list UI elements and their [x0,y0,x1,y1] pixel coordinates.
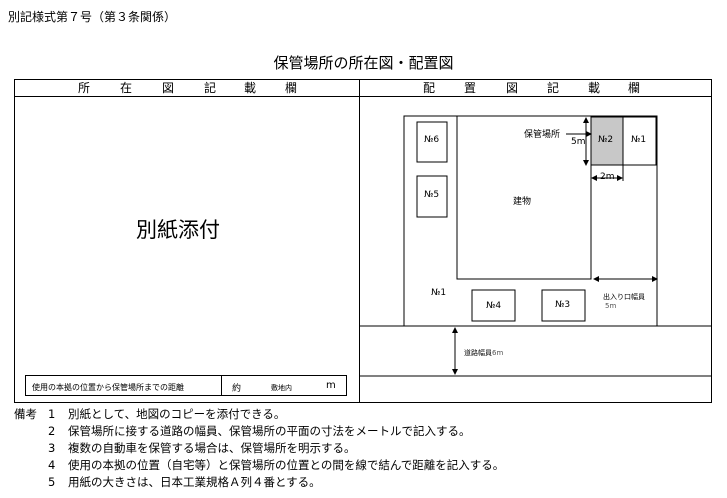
layout-diagram [360,115,712,377]
note-text: 保管場所に接する道路の幅員、保管場所の平面の寸法をメートルで記入する。 [68,424,471,438]
note-number: 3 [48,441,56,455]
location-header-char: 所 [78,81,91,95]
layout-map-header: 配 置 図 記 載 欄 [360,80,712,96]
distance-label: 使用の本拠の位置から保管場所までの距離 [32,383,184,392]
slot-no2-label: №2 [598,135,614,145]
layout-header-char: 配 [423,81,436,95]
entrance-dimension-label: 5m [605,302,617,310]
entrance-label: 出入り口幅員 [603,293,645,301]
note-number: 5 [48,475,56,489]
parking-slot-no6 [416,121,448,163]
note-text: 使用の本拠の位置（自宅等）と保管場所の位置との間を線で結んで距離を記入する。 [68,458,505,472]
layout-header-char: 記 [547,81,560,95]
distance-prefix: 約 [232,384,242,394]
location-map-header: 所 在 図 記 載 欄 [14,80,359,96]
note-number: 4 [48,458,56,472]
notes-heading: 備考 [14,407,37,421]
location-header-char: 在 [120,81,133,95]
note-number: 2 [48,424,56,438]
parking-slot-no2 [590,116,624,166]
note-number: 1 [48,407,56,421]
distance-box-divider [221,375,222,396]
slot-no6-label: №6 [424,135,440,145]
road-label: 道路幅員6m [464,348,503,358]
road-width-label: 道路幅員 [464,349,492,357]
layout-header-char: 欄 [628,81,641,95]
slot-no1-left-label: №1 [431,288,447,298]
parking-slot-no3 [541,289,586,322]
building-label: 建物 [513,197,532,207]
distance-unit: m [326,380,336,391]
layout-header-char: 図 [506,81,519,95]
form-frame [14,79,712,403]
column-divider [359,79,360,403]
notes-section: 備考 1 別紙として、地図のコピーを添付できる。 2 保管場所に接する道路の幅員… [14,406,712,498]
note-text: 用紙の大きさは、日本工業規格Ａ列４番とする。 [68,475,321,489]
attachment-note: 別紙添付 [136,218,220,242]
page-title: 保管場所の所在図・配置図 [273,54,454,72]
parking-slot-no5 [416,175,448,218]
building [456,115,592,280]
slot-no3-label: №3 [555,300,571,310]
header-divider [14,96,712,97]
distance-box [25,375,347,396]
parking-label: 保管場所 [524,130,561,140]
distance-value: 敷地内 [271,384,292,392]
location-header-char: 記 [204,81,217,95]
depth-dimension-label: 5m [571,137,586,147]
parking-slot-no1-right [622,116,657,166]
location-header-char: 載 [244,81,257,95]
road-width-value: 6m [492,349,504,357]
layout-header-char: 載 [588,81,601,95]
slot-no5-label: №5 [424,190,440,200]
parking-slot-no4 [471,289,516,322]
slot-no1-right-label: №1 [631,135,647,145]
form-number: 別記様式第７号（第３条関係） [8,10,177,24]
note-text: 複数の自動車を保管する場合は、保管場所を明示する。 [68,441,356,455]
layout-header-char: 置 [464,81,477,95]
location-header-char: 図 [162,81,175,95]
location-header-char: 欄 [285,81,298,95]
slot-no4-label: №4 [486,301,502,311]
note-text: 別紙として、地図のコピーを添付できる。 [68,407,286,421]
width-dimension-label: 2m [600,172,615,182]
